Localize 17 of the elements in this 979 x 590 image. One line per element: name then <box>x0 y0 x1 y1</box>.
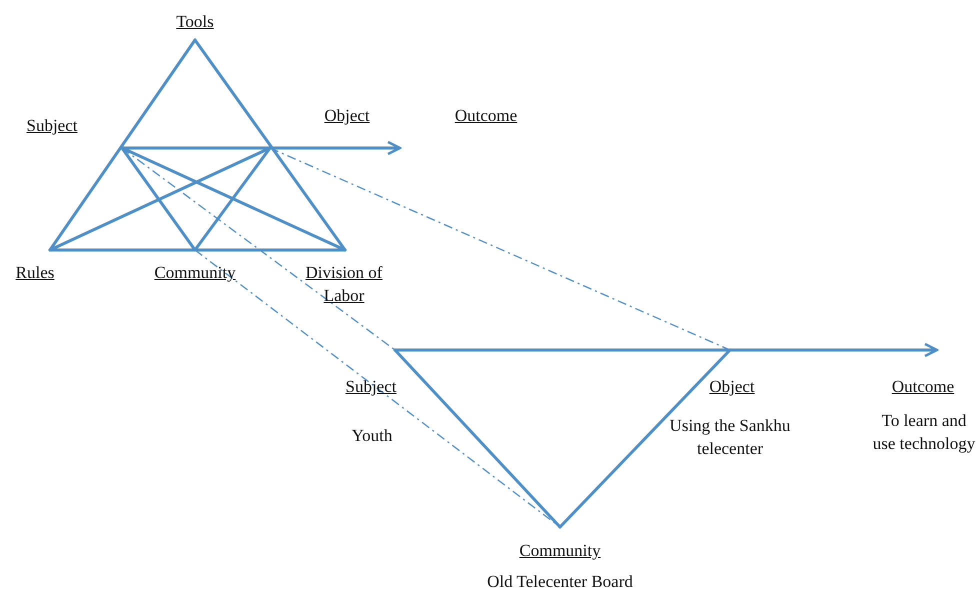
arrow <box>730 342 938 358</box>
description-text: Youth <box>352 425 392 447</box>
vertex-label: Rules <box>16 262 54 284</box>
description-text: To learn and use technology <box>872 410 976 455</box>
vertex-label: Subject <box>346 376 396 398</box>
vertex-label: Object <box>324 105 370 127</box>
vertex-label: Subject <box>26 115 78 137</box>
vertex-label: Division of Labor <box>304 262 384 307</box>
vertex-label: Community <box>154 262 236 284</box>
description-text: Old Telecenter Board <box>487 571 633 590</box>
vertex-label: Outcome <box>454 105 518 127</box>
vertex-label: Outcome <box>892 376 954 398</box>
vertex-label: Tools <box>176 11 214 33</box>
arrow <box>270 140 402 156</box>
vertex-label: Community <box>519 540 601 562</box>
description-text: Using the Sankhu telecenter <box>668 415 792 460</box>
vertex-label: Object <box>709 376 755 398</box>
